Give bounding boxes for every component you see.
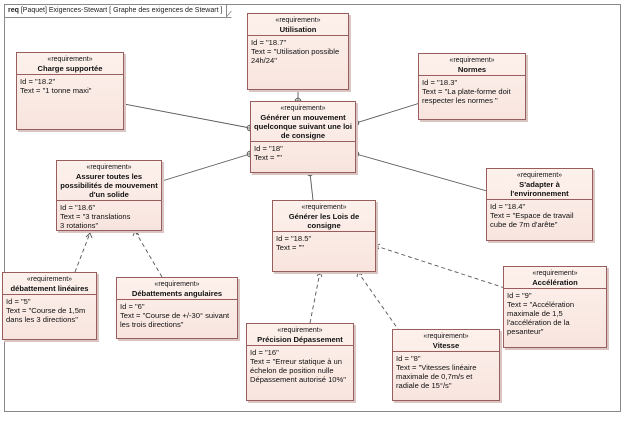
containment-line-18-3 [355,102,421,124]
requirement-body: Id = "18.4" Text = "Espace de travail cu… [487,200,592,231]
stereotype-label: «requirement» [532,270,578,277]
requirement-18-2[interactable]: «requirement» Charge supportée Id = "18.… [16,52,124,130]
requirement-body: Id = "18.7" Text = "Utilisation possible… [248,36,348,67]
requirement-name: Vitesse [432,341,460,350]
requirement-body: Id = "16" Text = "Erreur statique à un é… [247,346,353,386]
requirement-name: Précision Dépassement [257,335,343,344]
requirement-id: Id = "6" [120,302,145,311]
requirement-text: Text = "Course de 1,5m dans les 3 direct… [6,306,88,324]
requirement-id: Id = "18" [254,144,283,153]
containment-line-18-5 [309,172,314,201]
diagram-frame-label: req [Paquet] Exigences-Stewart [ Graphe … [5,5,228,18]
requirement-name: Accélération [532,278,578,287]
stereotype-label: «requirement» [516,172,563,179]
requirement-9[interactable]: «requirement» Accélération Id = "9" Text… [503,266,607,348]
containment-line-18-4 [355,153,488,192]
dependency-line-9-to-18-5 [375,245,506,289]
requirement-id: Id = "18.3" [422,78,458,87]
dependency-line-8-to-18-5 [357,271,401,333]
frame-title: [Paquet] Exigences-Stewart [ Graphe des … [20,7,223,14]
requirement-body: Id = "18.6" Text = "3 translations 3 rot… [57,201,161,232]
requirement-id: Id = "9" [507,291,532,300]
stereotype-label: «requirement» [154,281,200,288]
requirement-id: Id = "5" [6,297,31,306]
requirement-18-4[interactable]: «requirement» S'adapter à l'environnemen… [486,168,593,241]
requirement-body: Id = "6" Text = "Course de +/-30° suivan… [117,300,237,331]
containment-line-18-6 [161,153,251,182]
requirement-id: Id = "18.4" [490,202,526,211]
requirement-18-6[interactable]: «requirement» Assurer toutes les possibi… [56,160,162,231]
stereotype-label: «requirement» [449,57,495,64]
requirement-text: Text = "Course de +/-30° suivant les tro… [120,311,232,329]
requirement-id: Id = "8" [396,354,421,363]
requirement-header: «requirement» Générer un mouvement quelc… [251,102,355,142]
stereotype-label: «requirement» [275,17,321,24]
requirement-header: «requirement» Vitesse [393,330,499,352]
stereotype-label: «requirement» [277,327,323,334]
requirement-header: «requirement» débattement linéaires [3,273,96,295]
stereotype-label: «requirement» [26,276,73,283]
requirement-header: «requirement» Précision Dépassement [247,324,353,346]
requirement-name: Charge supportée [37,64,103,73]
requirement-text: Text = "" [276,243,304,252]
frame-keyword: req [8,7,19,14]
requirement-name: Utilisation [279,25,317,34]
requirement-body: Id = "18.3" Text = "La plate-forme doit … [419,76,525,107]
requirement-18-3[interactable]: «requirement» Normes Id = "18.3" Text = … [418,53,526,120]
requirement-18[interactable]: «requirement» Générer un mouvement quelc… [250,101,356,173]
requirement-header: «requirement» Débattements angulaires [117,278,237,300]
requirement-text: Text = "Accélération maximale de 1,5 l'a… [507,300,577,336]
requirement-header: «requirement» Assurer toutes les possibi… [57,161,161,201]
requirement-id: Id = "18.7" [251,38,287,47]
requirement-text: Text = "Utilisation possible 24h/24" [251,47,342,65]
requirement-body: Id = "8" Text = "Vitesses linéaire maxim… [393,352,499,392]
requirement-name: Générer un mouvement quelconque suivant … [254,113,352,140]
stereotype-label: «requirement» [280,105,326,112]
requirement-name: débattement linéaires [10,284,89,293]
requirement-header: «requirement» Accélération [504,267,606,289]
stereotype-label: «requirement» [86,164,132,171]
requirement-text: Text = "Vitesses linéaire maximale de 0,… [396,363,479,390]
requirement-16[interactable]: «requirement» Précision Dépassement Id =… [246,323,354,401]
requirement-body: Id = "9" Text = "Accélération maximale d… [504,289,606,338]
requirement-name: Assurer toutes les possibilités de mouve… [60,172,158,199]
stereotype-label: «requirement» [301,204,347,211]
requirement-header: «requirement» Charge supportée [17,53,123,75]
stereotype-label: «requirement» [423,333,469,340]
requirement-body: Id = "18.5" Text = "" [273,232,375,254]
requirement-18-5[interactable]: «requirement» Générer les Lois de consig… [272,200,376,272]
requirement-header: «requirement» Générer les Lois de consig… [273,201,375,232]
requirement-text: Text = "3 translations 3 rotations" [60,212,131,230]
requirement-body: Id = "18" Text = "" [251,142,355,164]
requirement-18-7[interactable]: «requirement» Utilisation Id = "18.7" Te… [247,13,349,90]
requirement-text: Text = "La plate-forme doit respecter le… [422,87,513,105]
requirement-name: Générer les Lois de consigne [288,212,360,230]
requirement-name: Normes [457,65,487,74]
requirement-header: «requirement» S'adapter à l'environnemen… [487,169,592,200]
requirement-text: Text = "1 tonne maxi" [20,86,92,95]
stereotype-label: «requirement» [47,56,93,63]
requirement-name: S'adapter à l'environnement [510,180,569,198]
requirement-6[interactable]: «requirement» Débattements angulaires Id… [116,277,238,339]
requirement-name: Débattements angulaires [131,289,223,298]
requirement-id: Id = "18.6" [60,203,96,212]
requirement-5[interactable]: «requirement» débattement linéaires Id =… [2,272,97,340]
dependency-line-16-to-18-5 [309,271,321,324]
requirement-body: Id = "18.2" Text = "1 tonne maxi" [17,75,123,97]
requirement-body: Id = "5" Text = "Course de 1,5m dans les… [3,295,96,326]
containment-line-18-2 [123,103,251,129]
requirement-id: Id = "16" [250,348,279,357]
dependency-line-5-to-18-6 [74,232,91,273]
requirement-id: Id = "18.2" [20,77,56,86]
requirement-text: Text = "Erreur statique à un échelon de … [250,357,346,384]
requirement-text: Text = "Espace de travail cube de 7m d'a… [490,211,576,229]
requirement-header: «requirement» Normes [419,54,525,76]
requirement-header: «requirement» Utilisation [248,14,348,36]
dependency-line-6-to-18-6 [134,230,163,278]
requirement-text: Text = "" [254,153,282,162]
requirement-id: Id = "18.5" [276,234,312,243]
requirement-8[interactable]: «requirement» Vitesse Id = "8" Text = "V… [392,329,500,401]
